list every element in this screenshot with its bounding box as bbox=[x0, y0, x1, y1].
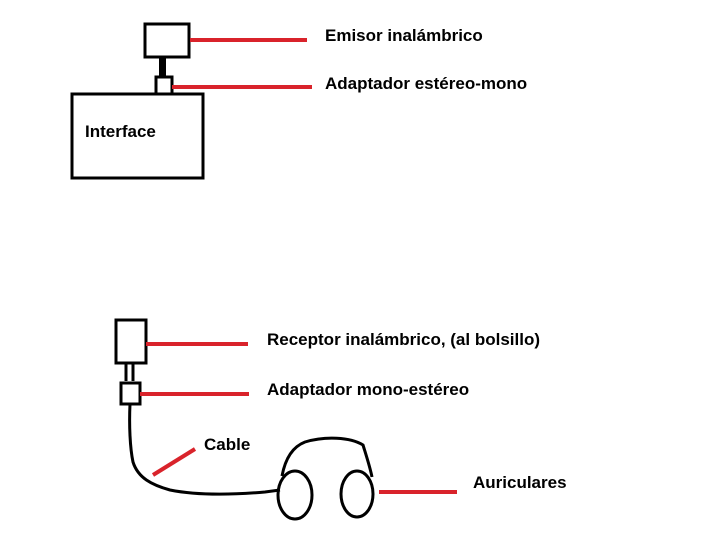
cable bbox=[128, 403, 281, 496]
headphone-left-cup bbox=[276, 469, 314, 521]
adapter-top-box bbox=[154, 75, 174, 96]
adapter-top-label: Adaptador estéreo-mono bbox=[325, 74, 528, 93]
headphone-right-cup bbox=[339, 469, 375, 519]
headphones-label: Auriculares bbox=[473, 473, 567, 492]
receiver-label: Receptor inalámbrico, (al bolsillo) bbox=[267, 330, 540, 349]
adapter-bottom-label: Adaptador mono-estéreo bbox=[267, 380, 470, 399]
headband bbox=[280, 436, 374, 478]
emitter-label: Emisor inalámbrico bbox=[325, 26, 483, 45]
interface-label: Interface bbox=[85, 122, 156, 141]
emitter-box bbox=[143, 22, 191, 59]
cable-pointer bbox=[151, 447, 197, 477]
receiver-box bbox=[114, 318, 148, 365]
interface-box bbox=[70, 92, 205, 180]
adapter-bottom-box bbox=[119, 381, 142, 406]
emitter-connector bbox=[159, 57, 166, 77]
cable-label: Cable bbox=[204, 435, 251, 454]
